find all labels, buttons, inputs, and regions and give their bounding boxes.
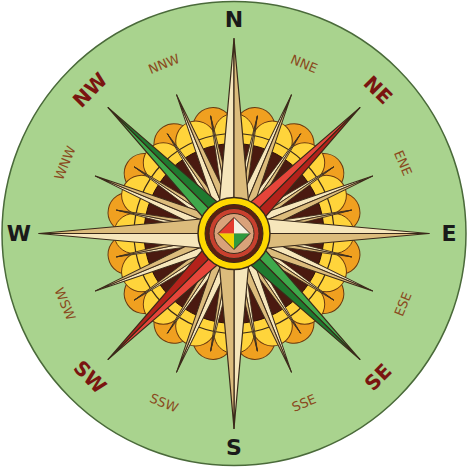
direction-label: S — [226, 437, 242, 459]
direction-label: E — [441, 223, 456, 245]
direction-label: W — [7, 223, 31, 245]
direction-label: N — [225, 9, 243, 31]
